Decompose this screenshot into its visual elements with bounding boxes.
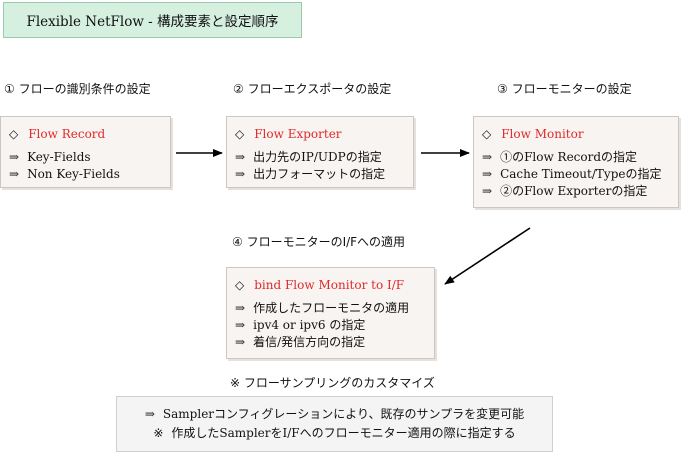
- note-line: ⇒ Samplerコンフィグレーションにより、既存のサンプラを変更可能: [145, 405, 524, 424]
- list-item-text: 出力フォーマットの指定: [253, 167, 386, 181]
- note-text: 作成したSamplerをI/Fへのフローモニター適用の際に指定する: [171, 426, 516, 440]
- list-item-text: Cache Timeout/Typeの指定: [500, 167, 662, 181]
- list-item: ⇒ 出力先のIP/UDPの指定: [235, 149, 405, 166]
- list-item-text: Non Key-Fields: [27, 167, 120, 181]
- list-item: ⇒ Cache Timeout/Typeの指定: [482, 166, 670, 183]
- list-item: ⇒ ipv4 or ipv6 の指定: [235, 317, 426, 334]
- arrow-icon: ⇒: [235, 301, 246, 315]
- flow-record-heading: ◇ Flow Record: [9, 125, 162, 144]
- bind-monitor-card: ◇ bind Flow Monitor to I/F ⇒ 作成したフローモニタの適用…: [226, 267, 435, 359]
- diamond-icon: ◇: [9, 127, 19, 141]
- list-item: ⇒ 出力フォーマットの指定: [235, 166, 405, 183]
- sampling-note-box: ⇒ Samplerコンフィグレーションにより、既存のサンプラを変更可能 ※ 作成した…: [116, 396, 553, 452]
- diamond-icon: ◇: [235, 127, 245, 141]
- arrow-icon: ⇒: [235, 335, 246, 349]
- list-item-text: ①のFlow Recordの指定: [500, 150, 638, 164]
- flow-monitor-title: Flow Monitor: [501, 127, 584, 141]
- list-item-text: 出力先のIP/UDPの指定: [253, 150, 382, 164]
- step-4-label: ④ フローモニターのI/Fへの適用: [232, 235, 406, 249]
- list-item-text: 作成したフローモニタの適用: [253, 301, 410, 315]
- list-item: ⇒ 作成したフローモニタの適用: [235, 300, 426, 317]
- arrow-icon: ⇒: [235, 318, 246, 332]
- flow-monitor-heading: ◇ Flow Monitor: [482, 125, 670, 144]
- step-3-label: ③ フローモニターの設定: [497, 82, 632, 96]
- note-text: Samplerコンフィグレーションにより、既存のサンプラを変更可能: [162, 407, 525, 421]
- arrow-icon: ⇒: [235, 167, 246, 181]
- flow-record-card: ◇ Flow Record ⇒ Key-Fields ⇒ Non Key-Fields: [0, 116, 171, 188]
- arrow-icon: ⇒: [144, 407, 155, 421]
- reference-mark-icon: ※: [153, 426, 164, 440]
- diamond-icon: ◇: [235, 278, 245, 292]
- arrow-icon: ⇒: [482, 184, 493, 198]
- arrow-icon: ⇒: [9, 150, 20, 164]
- list-item: ⇒ Key-Fields: [9, 149, 162, 166]
- list-item: ⇒ ②のFlow Exporterの指定: [482, 183, 670, 200]
- arrow-icon: ⇒: [235, 150, 246, 164]
- arrow-icon: ⇒: [482, 150, 493, 164]
- flow-exporter-heading: ◇ Flow Exporter: [235, 125, 405, 144]
- note-line: ※ 作成したSamplerをI/Fへのフローモニター適用の際に指定する: [153, 424, 515, 443]
- arrow-icon: ⇒: [9, 167, 20, 181]
- flow-record-title: Flow Record: [28, 127, 106, 141]
- step-2-label: ② フローエクスポータの設定: [233, 82, 392, 96]
- bind-monitor-title: bind Flow Monitor to I/F: [254, 278, 405, 292]
- flow-exporter-title: Flow Exporter: [254, 127, 342, 141]
- step-1-label: ① フローの識別条件の設定: [4, 82, 151, 96]
- diamond-icon: ◇: [482, 127, 492, 141]
- arrow-monitor-to-bind: [444, 227, 531, 285]
- sampling-label: ※ フローサンプリングのカスタマイズ: [230, 376, 435, 390]
- list-item-text: 着信/発信方向の指定: [253, 335, 366, 349]
- arrow-icon: ⇒: [482, 167, 493, 181]
- list-item: ⇒ ①のFlow Recordの指定: [482, 149, 670, 166]
- flow-exporter-card: ◇ Flow Exporter ⇒ 出力先のIP/UDPの指定 ⇒ 出力フォーマットの…: [226, 116, 414, 188]
- flow-monitor-card: ◇ Flow Monitor ⇒ ①のFlow Recordの指定 ⇒ Cache T…: [473, 116, 679, 208]
- list-item-text: ②のFlow Exporterの指定: [500, 184, 648, 198]
- list-item-text: Key-Fields: [27, 150, 91, 164]
- list-item: ⇒ Non Key-Fields: [9, 166, 162, 183]
- bind-monitor-heading: ◇ bind Flow Monitor to I/F: [235, 276, 426, 295]
- list-item: ⇒ 着信/発信方向の指定: [235, 334, 426, 351]
- list-item-text: ipv4 or ipv6 の指定: [253, 318, 366, 332]
- diagram-title: Flexible NetFlow - 構成要素と設定順序: [3, 2, 302, 38]
